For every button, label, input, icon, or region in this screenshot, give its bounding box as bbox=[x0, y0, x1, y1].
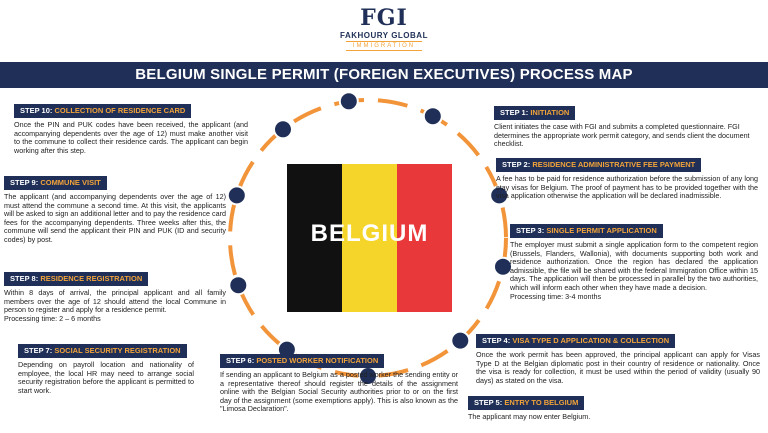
step-9-number: STEP 9: bbox=[10, 178, 39, 187]
step-1-text: Client initiates the case with FGI and s… bbox=[494, 122, 750, 149]
step-3-description: The employer must submit a single applic… bbox=[510, 240, 758, 292]
step-3-text: The employer must submit a single applic… bbox=[510, 240, 758, 301]
step-9-heading: COMMUNE VISIT bbox=[40, 178, 101, 187]
step-4-title: STEP 4: VISA TYPE D APPLICATION & COLLEC… bbox=[476, 334, 676, 348]
step-8-description: Within 8 days of arrival, the principal … bbox=[4, 288, 226, 315]
logo-name: FAKHOURY GLOBAL bbox=[340, 31, 428, 40]
step-5-title: STEP 5: ENTRY TO BELGIUM bbox=[468, 396, 585, 410]
ring-step-dot bbox=[338, 91, 359, 112]
flag-stripe-black bbox=[287, 164, 342, 312]
step-8-text: Within 8 days of arrival, the principal … bbox=[4, 288, 226, 323]
step-2-heading: RESIDENCE ADMINISTRATIVE FEE PAYMENT bbox=[532, 160, 696, 169]
step-7-heading: SOCIAL SECURITY REGISTRATION bbox=[54, 346, 181, 355]
step-6: STEP 6: POSTED WORKER NOTIFICATION If se… bbox=[220, 350, 458, 414]
step-5-number: STEP 5: bbox=[474, 398, 503, 407]
step-5: STEP 5: ENTRY TO BELGIUM The applicant m… bbox=[468, 392, 758, 422]
step-1-title: STEP 1: INITIATION bbox=[494, 106, 576, 120]
step-6-heading: POSTED WORKER NOTIFICATION bbox=[256, 356, 379, 365]
step-10-text: Once the PIN and PUK codes have been rec… bbox=[14, 120, 248, 155]
flag-stripe-yellow bbox=[342, 164, 397, 312]
step-4-heading: VISA TYPE D APPLICATION & COLLECTION bbox=[512, 336, 670, 345]
step-5-heading: ENTRY TO BELGIUM bbox=[504, 398, 579, 407]
step-3-processing-time: Processing time: 3-4 months bbox=[510, 291, 602, 301]
step-9-text: The applicant (and accompanying dependen… bbox=[4, 192, 226, 244]
step-2-number: STEP 2: bbox=[502, 160, 531, 169]
step-3-heading: SINGLE PERMIT APPLICATION bbox=[546, 226, 657, 235]
step-7: STEP 7: SOCIAL SECURITY REGISTRATION Dep… bbox=[18, 340, 194, 395]
company-logo: FGI FAKHOURY GLOBAL IMMIGRATION bbox=[324, 6, 444, 60]
step-9: STEP 9: COMMUNE VISIT The applicant (and… bbox=[4, 172, 226, 245]
step-5-text: The applicant may now enter Belgium. bbox=[468, 412, 591, 421]
step-8-processing-time: Processing time: 2 – 6 months bbox=[4, 313, 101, 323]
flag-stripe-red bbox=[397, 164, 452, 312]
page-title: BELGIUM SINGLE PERMIT (FOREIGN EXECUTIVE… bbox=[0, 62, 768, 88]
ring-step-dot bbox=[226, 185, 247, 206]
step-3-number: STEP 3: bbox=[516, 226, 545, 235]
logo-subtitle: IMMIGRATION bbox=[346, 41, 422, 51]
step-10-number: STEP 10: bbox=[20, 106, 53, 115]
step-1-number: STEP 1: bbox=[500, 108, 529, 117]
ring-step-dot bbox=[450, 330, 471, 351]
step-3-title: STEP 3: SINGLE PERMIT APPLICATION bbox=[510, 224, 663, 238]
step-10-heading: COLLECTION OF RESIDENCE CARD bbox=[54, 106, 186, 115]
ring-step-dot bbox=[422, 106, 443, 127]
step-7-text: Depending on payroll location and nation… bbox=[18, 360, 194, 395]
step-4-number: STEP 4: bbox=[482, 336, 511, 345]
ring-step-dot bbox=[228, 275, 249, 296]
step-10: STEP 10: COLLECTION OF RESIDENCE CARD On… bbox=[14, 100, 248, 155]
step-2-title: STEP 2: RESIDENCE ADMINISTRATIVE FEE PAY… bbox=[496, 158, 702, 172]
flag-label: BELGIUM bbox=[310, 220, 429, 247]
step-1: STEP 1: INITIATION Client initiates the … bbox=[494, 102, 756, 149]
ring-step-dot bbox=[273, 119, 293, 140]
belgium-flag bbox=[287, 164, 452, 312]
step-8-title: STEP 8: RESIDENCE REGISTRATION bbox=[4, 272, 149, 286]
step-7-title: STEP 7: SOCIAL SECURITY REGISTRATION bbox=[18, 344, 187, 358]
step-8-number: STEP 8: bbox=[10, 274, 39, 283]
step-1-heading: INITIATION bbox=[530, 108, 570, 117]
step-6-number: STEP 6: bbox=[226, 356, 255, 365]
step-2: STEP 2: RESIDENCE ADMINISTRATIVE FEE PAY… bbox=[496, 154, 758, 201]
step-9-title: STEP 9: COMMUNE VISIT bbox=[4, 176, 107, 190]
step-2-text: A fee has to be paid for residence autho… bbox=[496, 174, 758, 201]
step-10-title: STEP 10: COLLECTION OF RESIDENCE CARD bbox=[14, 104, 192, 118]
step-7-number: STEP 7: bbox=[24, 346, 53, 355]
step-6-text: If sending an applicant to Belgium as a … bbox=[220, 370, 458, 414]
step-6-title: STEP 6: POSTED WORKER NOTIFICATION bbox=[220, 354, 385, 368]
step-4: STEP 4: VISA TYPE D APPLICATION & COLLEC… bbox=[476, 330, 760, 385]
step-3: STEP 3: SINGLE PERMIT APPLICATION The em… bbox=[510, 220, 758, 301]
step-4-text: Once the work permit has been approved, … bbox=[476, 350, 760, 385]
logo-mark: FGI bbox=[360, 5, 408, 31]
step-8-heading: RESIDENCE REGISTRATION bbox=[40, 274, 143, 283]
step-8: STEP 8: RESIDENCE REGISTRATION Within 8 … bbox=[4, 268, 226, 323]
